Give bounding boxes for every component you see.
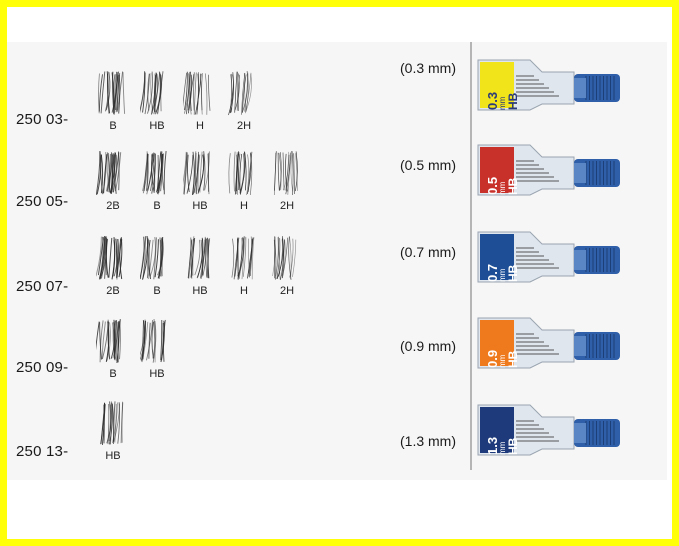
tube-lead-size: 0.7 <box>484 263 500 282</box>
lead-size-caption: (1.3 mm) <box>400 433 456 449</box>
lead-stroke-sample <box>140 150 174 196</box>
lead-stroke-sample <box>140 235 174 281</box>
lead-size-caption: (0.9 mm) <box>400 338 456 354</box>
product-code: 250 03- <box>16 111 69 128</box>
tube-label-band <box>480 234 514 280</box>
lead-stroke-sample <box>270 150 304 196</box>
lead-stroke-sample <box>140 318 174 364</box>
lead-size-caption: (0.7 mm) <box>400 244 456 260</box>
column-divider <box>470 42 472 470</box>
tube-label-band <box>480 147 514 193</box>
grade-label: 2H <box>279 200 295 212</box>
tube-lead-size: 0.5 <box>484 176 500 195</box>
tube-graphic <box>477 144 620 196</box>
lead-stroke-sample <box>183 235 217 281</box>
tube-graphic <box>477 404 620 456</box>
tube-grade: HB <box>505 92 520 110</box>
tube-grade: HB <box>505 177 520 195</box>
product-code: 250 09- <box>16 359 69 376</box>
lead-stroke-sample <box>96 318 130 364</box>
lead-stroke-sample <box>183 70 217 116</box>
tube-label-band <box>480 407 514 453</box>
tube-label-band <box>480 62 514 108</box>
tube-lead-size: 0.3 <box>484 91 500 110</box>
lead-stroke-sample <box>227 235 261 281</box>
grade-label: B <box>109 120 117 132</box>
lead-size-caption: (0.3 mm) <box>400 60 456 76</box>
product-code: 250 05- <box>16 193 69 210</box>
grade-label: 2H <box>236 120 252 132</box>
lead-stroke-sample <box>183 150 217 196</box>
grade-label: 2H <box>279 285 295 297</box>
grade-label: HB <box>105 450 121 462</box>
tube-graphic <box>477 317 620 369</box>
tube-graphic <box>477 231 620 283</box>
grade-label: HB <box>192 200 208 212</box>
lead-stroke-sample <box>227 70 261 116</box>
grade-label: H <box>240 200 248 212</box>
tube-grade: HB <box>505 264 520 282</box>
grade-label: HB <box>149 120 165 132</box>
lead-stroke-sample <box>140 70 174 116</box>
lead-stroke-sample <box>96 400 130 446</box>
grade-label: B <box>153 200 161 212</box>
grade-label: 2B <box>106 200 120 212</box>
lead-stroke-sample <box>96 150 130 196</box>
grade-label: 2B <box>106 285 120 297</box>
lead-stroke-sample <box>270 235 304 281</box>
tube-label-band <box>480 320 514 366</box>
lead-stroke-sample <box>227 150 261 196</box>
tube-lead-size: 0.9 <box>484 349 500 368</box>
grade-label: HB <box>192 285 208 297</box>
tube-grade: HB <box>505 437 520 455</box>
lead-stroke-sample <box>96 235 130 281</box>
grade-label: HB <box>149 368 165 380</box>
grade-label: B <box>153 285 161 297</box>
grade-label: B <box>109 368 117 380</box>
tube-grade: HB <box>505 350 520 368</box>
product-code: 250 13- <box>16 443 69 460</box>
lead-size-caption: (0.5 mm) <box>400 157 456 173</box>
lead-stroke-sample <box>96 70 130 116</box>
grade-label: H <box>196 120 204 132</box>
grade-label: H <box>240 285 248 297</box>
tube-graphic <box>477 59 620 111</box>
product-code: 250 07- <box>16 278 69 295</box>
tube-lead-size: 1.3 <box>484 436 500 455</box>
